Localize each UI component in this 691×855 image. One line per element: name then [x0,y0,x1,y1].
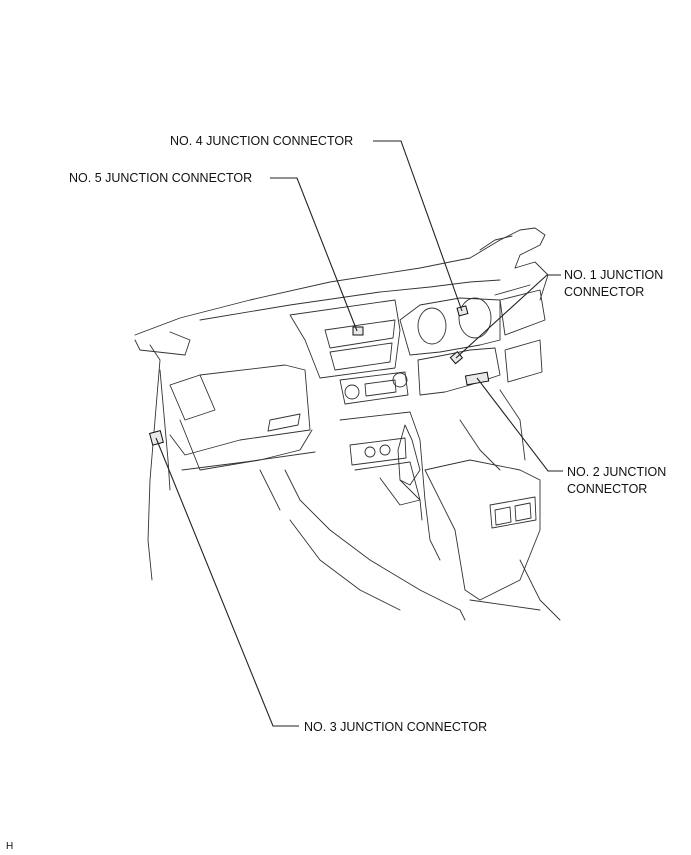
no4-junction-connector-label: NO. 4 JUNCTION CONNECTOR [170,134,354,148]
no2-junction-connector-label: NO. 2 JUNCTION CONNECTOR [567,465,667,496]
no4-leader-line [373,140,463,312]
no1-junction-connector-label: NO. 1 JUNCTION CONNECTOR [564,268,664,299]
no5-leader-line [270,177,358,332]
leader-lines [155,140,563,727]
corner-mark: H [6,841,14,852]
no4-connector-marker [456,305,469,317]
no3-junction-connector-label: NO. 3 JUNCTION CONNECTOR [304,720,488,734]
no1-leader-line [455,274,561,359]
no5-connector-marker [352,326,364,336]
no3-leader-line [155,437,299,727]
no2-leader-line [476,377,563,472]
no5-junction-connector-label: NO. 5 JUNCTION CONNECTOR [69,171,253,185]
dashboard-outline [134,227,561,621]
